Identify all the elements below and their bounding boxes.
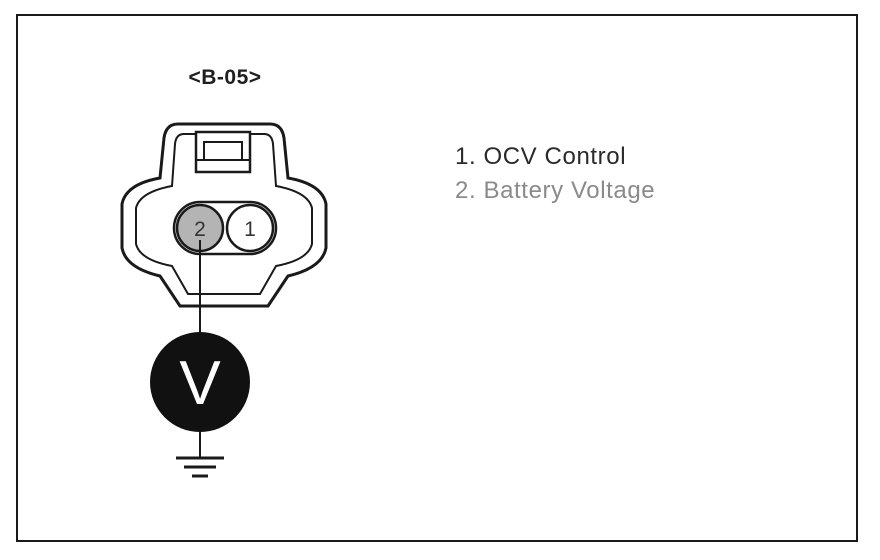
diagram-frame [16,14,858,542]
legend-item-battery-voltage: 2. Battery Voltage [455,177,656,204]
pin-1 [225,203,275,253]
pin-legend: 1. OCV Control 2. Battery Voltage [455,140,655,208]
voltmeter-symbol: V [179,349,221,418]
voltmeter-icon: V [150,332,250,432]
legend-item-ocv-control: 1. OCV Control [455,143,627,170]
connector-label: <B-05> [188,66,262,89]
locking-tab-inner [203,141,243,161]
ground-icon [176,456,224,478]
pin-2-label: 2 [194,218,206,241]
pin-1-label: 1 [244,218,256,241]
